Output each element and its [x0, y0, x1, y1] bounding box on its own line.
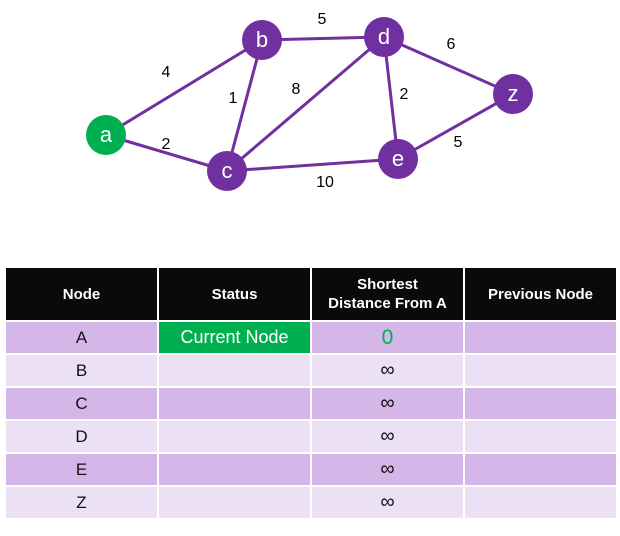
node-c: c	[207, 151, 247, 191]
node-d: d	[364, 17, 404, 57]
node-label-c: c	[222, 158, 233, 183]
edge-weight-d-e: 2	[400, 86, 409, 103]
edge-d-e	[382, 36, 400, 160]
node-a: a	[86, 115, 126, 155]
header-previous-node: Previous Node	[463, 266, 618, 322]
edge-a-c	[105, 133, 228, 173]
node-circle-z	[493, 74, 533, 114]
header-status: Status	[157, 266, 312, 322]
edge-weight-c-e: 10	[316, 174, 334, 191]
node-circle-c	[207, 151, 247, 191]
node-z: z	[493, 74, 533, 114]
distance-table: Node Status Shortest Distance From A Pre…	[4, 266, 618, 520]
table-row: Z∞	[4, 485, 618, 520]
header-shortest-distance-line1: Shortest	[357, 276, 418, 293]
cell-status	[157, 353, 312, 388]
cell-node: C	[4, 386, 159, 421]
edge-weight-a-b: 4	[162, 64, 171, 81]
edge-c-d	[226, 35, 385, 173]
cell-status	[157, 485, 312, 520]
node-label-a: a	[100, 122, 113, 147]
node-circle-e	[378, 139, 418, 179]
edge-a-b	[105, 38, 263, 137]
cell-node: D	[4, 419, 159, 454]
cell-previous-node	[463, 320, 618, 355]
header-shortest-distance: Shortest Distance From A	[310, 266, 465, 322]
cell-status	[157, 452, 312, 487]
header-shortest-distance-line2: Distance From A	[328, 295, 447, 312]
graph-diagram: 4 2 1 5 8 10 2 6 5 a b c d e z	[86, 11, 533, 191]
cell-distance: ∞	[310, 419, 465, 454]
edge-weight-e-z: 5	[454, 134, 463, 151]
cell-distance: ∞	[310, 353, 465, 388]
table-row: E∞	[4, 452, 618, 487]
node-label-e: e	[392, 146, 404, 171]
cell-distance: ∞	[310, 485, 465, 520]
edge-weight-d-z: 6	[447, 36, 456, 53]
cell-node: B	[4, 353, 159, 388]
edge-b-c	[225, 39, 264, 172]
edge-weight-c-d: 8	[292, 81, 301, 98]
node-circle-b	[242, 20, 282, 60]
cell-node: A	[4, 320, 159, 355]
edge-weight-b-d: 5	[318, 11, 327, 28]
node-label-d: d	[378, 24, 390, 49]
edge-c-e	[226, 157, 399, 173]
cell-previous-node	[463, 485, 618, 520]
cell-distance: ∞	[310, 386, 465, 421]
edge-d-z	[383, 35, 514, 96]
edge-weight-a-c: 2	[162, 136, 171, 153]
cell-distance: 0	[310, 320, 465, 355]
cell-previous-node	[463, 353, 618, 388]
table-row: B∞	[4, 353, 618, 388]
node-b: b	[242, 20, 282, 60]
header-node: Node	[4, 266, 159, 322]
node-label-z: z	[508, 81, 519, 106]
cell-node: Z	[4, 485, 159, 520]
cell-status	[157, 419, 312, 454]
cell-previous-node	[463, 419, 618, 454]
node-e: e	[378, 139, 418, 179]
table-row: C∞	[4, 386, 618, 421]
cell-previous-node	[463, 386, 618, 421]
cell-distance: ∞	[310, 452, 465, 487]
edge-b-d	[261, 35, 385, 42]
table-header-row: Node Status Shortest Distance From A Pre…	[4, 266, 618, 322]
cell-previous-node	[463, 452, 618, 487]
cell-status	[157, 386, 312, 421]
node-label-b: b	[256, 27, 268, 52]
cell-node: E	[4, 452, 159, 487]
cell-status: Current Node	[157, 320, 312, 355]
node-circle-d	[364, 17, 404, 57]
table-row: D∞	[4, 419, 618, 454]
node-circle-a	[86, 115, 126, 155]
edge-weight-b-c: 1	[229, 90, 238, 107]
edge-e-z	[397, 92, 514, 161]
